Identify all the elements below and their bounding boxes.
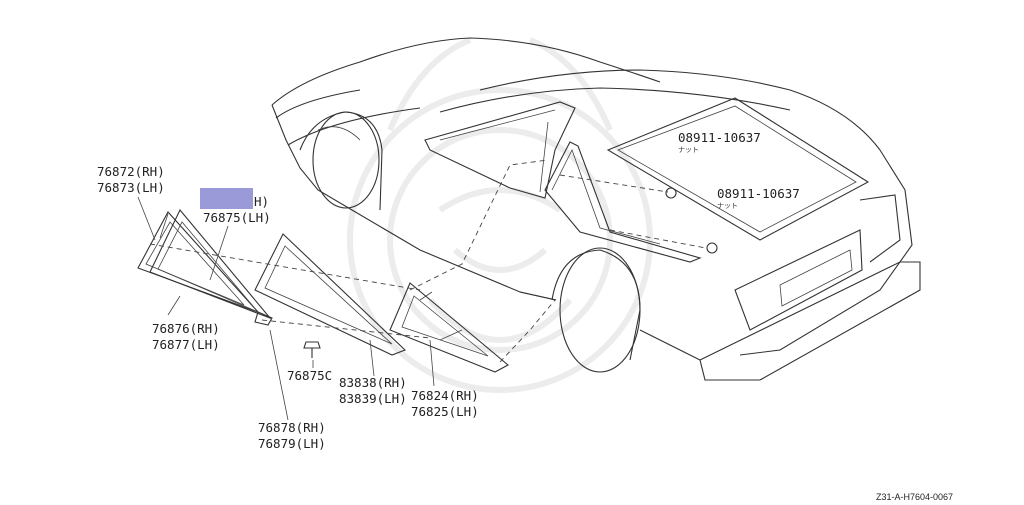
label-76825: 76825(LH) [411,404,479,419]
label-76875c: 76875C [287,368,332,383]
label-83838: 83838(RH) [339,375,407,390]
diagram-code: Z31-A-H7604-0067 [876,492,953,502]
label-76877: 76877(LH) [152,337,220,352]
car-body-drawing [271,37,921,381]
label-nut-lower-kana: ナット [717,202,738,210]
label-76873: 76873(LH) [97,180,165,195]
label-83839: 83839(LH) [339,391,407,406]
label-76879: 76879(LH) [258,436,326,451]
label-nut-upper-kana: ナット [678,146,699,154]
label-nut-lower: 08911-10637 [717,186,800,201]
exploded-parts [137,159,707,421]
watermark-emblem [347,37,653,393]
label-76875: 76875(LH) [203,210,271,225]
label-76876: 76876(RH) [152,321,220,336]
label-highlight-partial: H) [254,194,269,209]
highlight-box [200,188,253,209]
label-76824: 76824(RH) [411,388,479,403]
label-76878: 76878(RH) [258,420,326,435]
label-nut-upper: 08911-10637 [678,130,761,145]
label-76872: 76872(RH) [97,164,165,179]
